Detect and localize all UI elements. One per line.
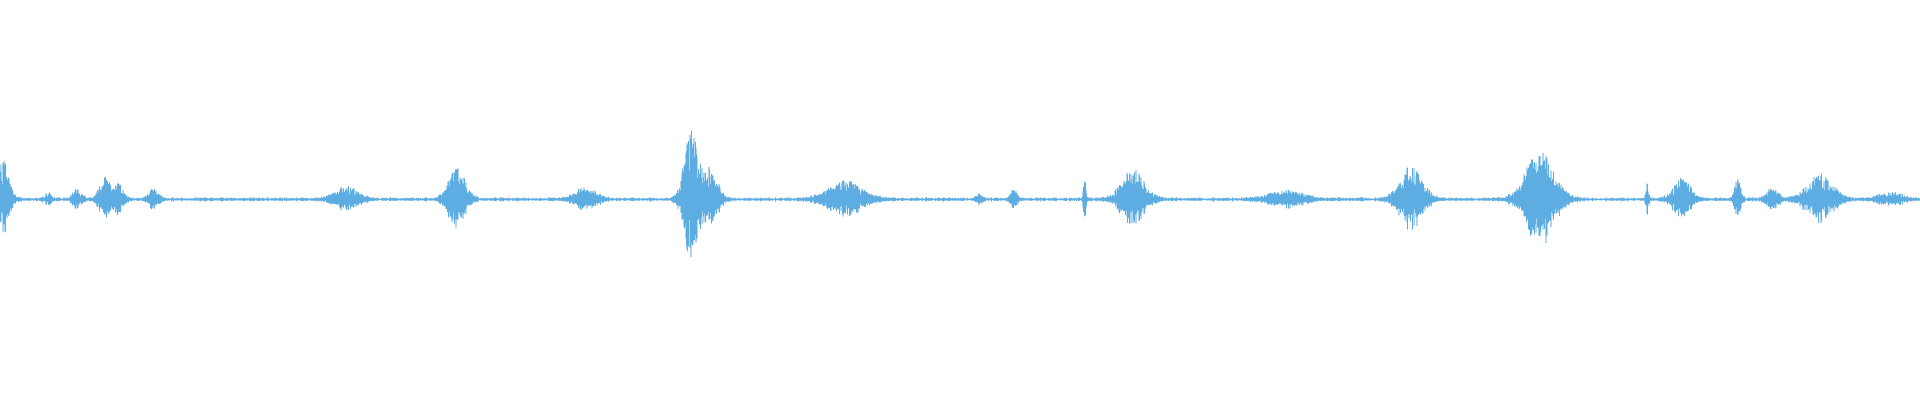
waveform-trace bbox=[0, 130, 1920, 258]
